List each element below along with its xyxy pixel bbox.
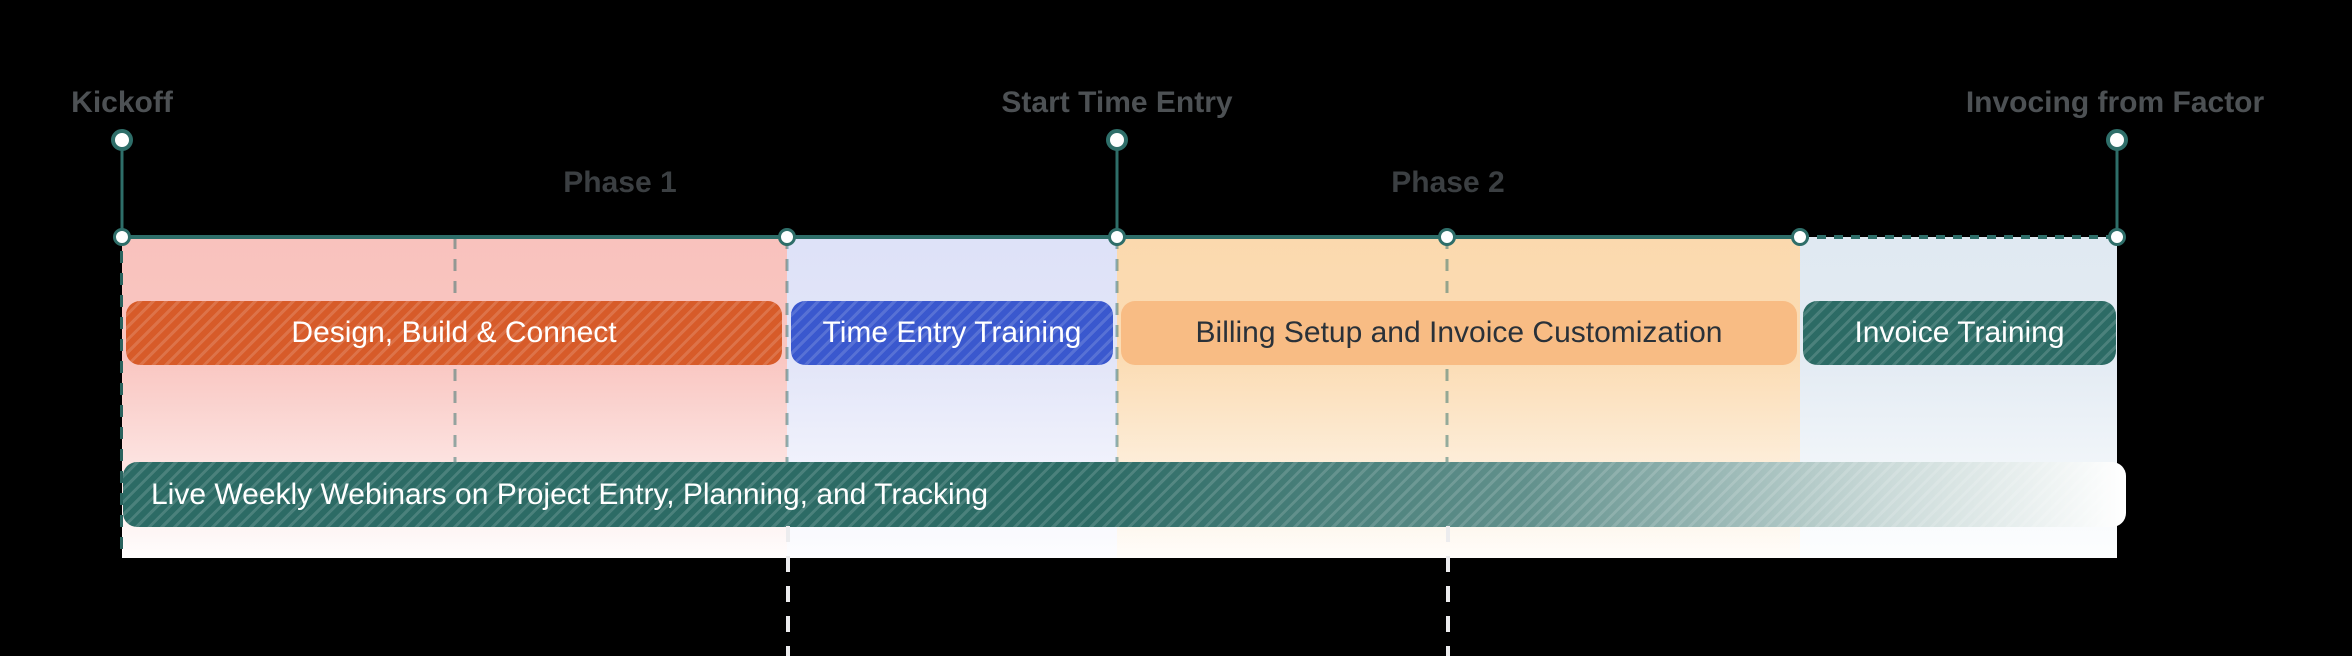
- task-label: Time Entry Training: [822, 316, 1082, 349]
- milestone-stem-line: [120, 150, 124, 237]
- task-bar-design-build-connect: Design, Build & Connect: [126, 301, 782, 365]
- band-top-border-dashed: [1800, 235, 2117, 239]
- task-label: Billing Setup and Invoice Customization: [1195, 316, 1723, 349]
- milestone-stem-line: [2115, 150, 2119, 237]
- milestone-label-kickoff: Kickoff: [71, 86, 173, 119]
- milestone-dot-icon: [111, 129, 133, 151]
- task-label: Invoice Training: [1854, 316, 2065, 349]
- webinar-track-bar: Live Weekly Webinars on Project Entry, P…: [123, 462, 2126, 527]
- milestone-dot-icon: [2106, 129, 2128, 151]
- milestone-label-invoicing-from-factor: Invocing from Factor: [1965, 86, 2265, 119]
- node-dot-icon: [113, 228, 131, 246]
- node-dot-icon: [1438, 228, 1456, 246]
- guide-line-dashed: [1446, 526, 1450, 656]
- node-dot-icon: [1791, 228, 1809, 246]
- task-label: Design, Build & Connect: [291, 316, 617, 349]
- divider-dashed: [1115, 237, 1119, 462]
- task-bar-invoice-training: Invoice Training: [1803, 301, 2116, 365]
- webinar-track-label: Live Weekly Webinars on Project Entry, P…: [151, 477, 989, 511]
- timeline-band: Live Weekly Webinars on Project Entry, P…: [113, 228, 2126, 558]
- phase-1-label: Phase 1: [563, 166, 677, 199]
- phase-2-label: Phase 2: [1391, 166, 1505, 199]
- guide-line-dashed: [786, 526, 790, 656]
- node-dot-icon: [778, 228, 796, 246]
- divider-dashed: [785, 237, 789, 462]
- milestone-dot-icon: [1106, 129, 1128, 151]
- task-bar-billing-setup: Billing Setup and Invoice Customization: [1121, 301, 1797, 365]
- node-dot-icon: [1108, 228, 1126, 246]
- milestone-label-start-time-entry: Start Time Entry: [1001, 86, 1233, 119]
- divider-dashed-kickoff: [120, 251, 123, 556]
- task-bar-time-entry-training: Time Entry Training: [791, 301, 1113, 365]
- milestone-stem-line: [1115, 150, 1119, 237]
- node-dot-icon: [2108, 228, 2126, 246]
- band-top-border-solid: [122, 235, 1800, 239]
